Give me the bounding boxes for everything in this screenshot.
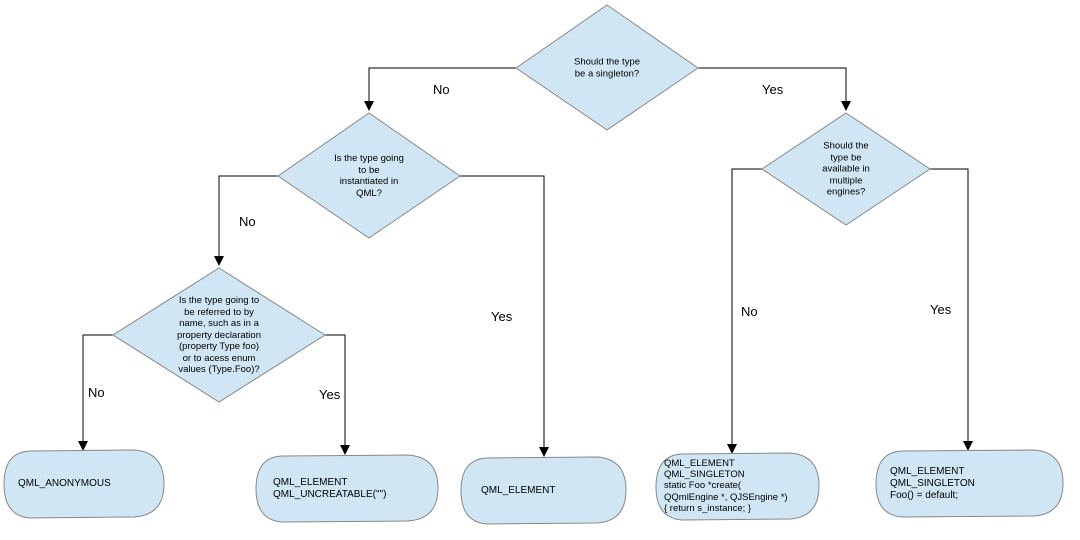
result-singleton-create: QML_ELEMENT QML_SINGLETON static Foo *cr… [664, 458, 788, 514]
question-singleton: Should the type be a singleton? [573, 56, 641, 80]
label-engines-yes: Yes [930, 302, 952, 317]
edge-referred-yes [325, 334, 350, 455]
edge-singleton-yes [698, 67, 851, 111]
terminal-uncreatable [255, 454, 439, 523]
question-instantiated: Is the type going to be instantiated in … [334, 153, 404, 199]
decision-engines [761, 112, 931, 226]
result-anonymous: QML_ANONYMOUS [18, 478, 111, 489]
edge-instantiated-no [214, 175, 278, 266]
question-engines: Should the type be available in multiple… [822, 140, 870, 198]
result-uncreatable: QML_ELEMENT QML_UNCREATABLE("") [273, 477, 387, 500]
label-instantiated-no: No [239, 214, 256, 229]
terminal-element [460, 456, 627, 525]
terminal-singleton-default [875, 449, 1064, 518]
decision-singleton [515, 4, 699, 131]
decision-instantiated [277, 112, 461, 239]
decision-referred [112, 267, 326, 403]
edge-engines-no [727, 168, 762, 454]
label-singleton-no: No [433, 82, 450, 97]
label-singleton-yes: Yes [762, 82, 784, 97]
terminal-singleton-create [655, 452, 820, 521]
result-element: QML_ELEMENT [481, 485, 556, 496]
result-singleton-default: QML_ELEMENT QML_SINGLETON Foo() = defaul… [890, 466, 975, 501]
label-instantiated-yes: Yes [491, 309, 513, 324]
label-referred-yes: Yes [319, 387, 341, 402]
edge-referred-no [78, 334, 113, 451]
question-referred: Is the type going to be referred to by n… [177, 294, 261, 375]
edge-instantiated-yes [460, 175, 549, 457]
label-referred-no: No [88, 385, 105, 400]
terminal-anonymous [3, 449, 165, 519]
label-engines-no: No [741, 304, 758, 319]
edge-engines-yes [930, 168, 973, 451]
edge-singleton-no [364, 67, 516, 111]
